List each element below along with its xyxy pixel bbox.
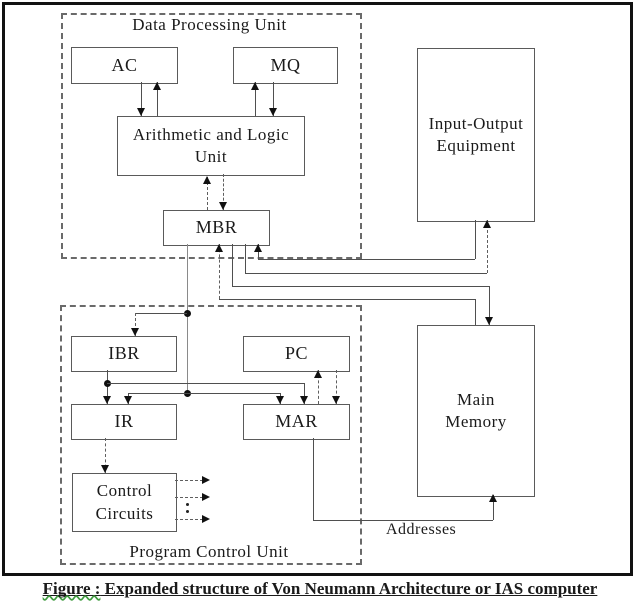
mar-label: MAR [275,411,318,432]
line-mbr-to-io-v1 [245,244,246,273]
arrowhead-cc-out-1 [202,476,210,484]
line-mar-to-mm-h [313,520,493,521]
figure-caption-prefix: Figure : [42,579,101,598]
line-pc-to-mar [336,370,337,404]
line-mq-to-alu [273,82,274,116]
cc-label-line1: Control [96,481,153,501]
figure-caption-text: Expanded structure of Von Neumann Archit… [100,579,598,598]
box-input-output: Input-Output Equipment [417,48,535,222]
cc-ellipsis-dot-1 [186,503,189,506]
arrowhead-mq-to-alu [269,108,277,116]
line-mbr-to-io-h [245,273,487,274]
arrowhead-ibr-to-ir [103,396,111,404]
box-alu: Arithmetic and Logic Unit [117,116,305,176]
arrowhead-io-to-mbr [254,244,262,252]
pc-label: PC [284,343,309,364]
arrowhead-ibr-to-mar [300,396,308,404]
line-mbr-trunk [187,244,188,393]
mm-label-line2: Memory [445,412,507,431]
arrowhead-cc-out-2 [202,493,210,501]
arrowhead-cc-out-3 [202,515,210,523]
arrowhead-mbr-to-io [483,220,491,228]
line-mar-to-pc [318,370,319,404]
arrowhead-mbr-to-alu [203,176,211,184]
arrowhead-alu-to-mbr [219,202,227,210]
box-main-memory: Main Memory [417,325,535,497]
box-ibr: IBR [71,336,177,372]
line-ir-to-cc [105,438,106,473]
line-mm-to-mbr-h [219,299,475,300]
line-mm-to-mbr-v1 [475,299,476,325]
line-mbr-to-mm-v2 [489,286,490,325]
box-mbr: MBR [163,210,270,246]
arrowhead-alu-to-mq [251,82,259,90]
arrowhead-mbr-to-mm [485,317,493,325]
cc-ellipsis-dot-2 [186,510,189,513]
data-processing-unit-title: Data Processing Unit [132,15,287,34]
line-mbr-to-alu [207,177,208,210]
box-ac: AC [71,47,178,84]
program-control-unit-title: Program Control Unit [129,542,289,561]
line-mar-to-mm-v2 [493,495,494,520]
arrowhead-trunk-to-ibr [131,328,139,336]
program-control-unit-box [60,305,362,565]
line-alu-to-ac [157,82,158,116]
line-alu-to-mbr [223,174,224,210]
line-cc-out-1 [175,480,203,481]
line-ibr-to-ir [107,370,108,404]
mq-label: MQ [270,54,301,75]
arrowhead-ir-to-cc [101,465,109,473]
ir-label: IR [114,411,134,432]
alu-label-line2: Unit [194,147,228,166]
line-ac-to-alu [141,82,142,116]
ibr-label: IBR [108,343,140,364]
mm-label-line1: Main [457,389,495,409]
box-control-circuits: Control Circuits [72,473,177,532]
box-mq: MQ [233,47,338,84]
arrowhead-alu-to-ac [153,82,161,90]
io-label-line2: Equipment [436,136,516,155]
cc-label-line2: Circuits [95,503,154,523]
line-alu-to-mq [255,82,256,116]
line-io-to-mbr-h [258,259,475,260]
box-ir: IR [71,404,177,440]
data-processing-unit-box [61,13,362,259]
line-mm-to-mbr-v2 [219,244,220,299]
alu-label-line1: Arithmetic and Logic [132,124,290,144]
line-mbr-to-mm-v1 [232,244,233,286]
addresses-label: Addresses [386,521,457,538]
line-trunk-to-ibr-h [135,313,187,314]
line-ibr-to-mar-v [304,383,305,404]
box-mar: MAR [243,404,350,440]
arrowhead-mm-to-mbr [215,244,223,252]
box-pc: PC [243,336,350,372]
line-mbr-to-mm-h [232,286,489,287]
line-mbr-to-io-v2 [487,220,488,273]
arrowhead-ac-to-alu [137,108,145,116]
ac-label: AC [111,54,138,75]
io-label-line1: Input-Output [428,113,524,133]
arrowhead-pc-to-mar [332,396,340,404]
line-cc-out-3 [175,519,203,520]
arrowhead-trunk-to-ir [124,396,132,404]
figure-caption: Figure : Expanded structure of Von Neuma… [0,579,640,599]
arrowhead-mar-to-mm [489,494,497,502]
line-io-to-mbr-v1 [475,220,476,259]
mbr-label: MBR [195,217,238,238]
junction-dot-trunk-ibr [184,310,191,317]
line-trunk-to-ibr-v [135,313,136,336]
line-cc-out-2 [175,497,203,498]
line-trunk-ir-mar-h [128,393,280,394]
line-mar-to-mm-v1 [313,438,314,520]
arrowhead-mar-to-pc [314,370,322,378]
line-ibr-to-mar-h [107,383,304,384]
arrowhead-trunk-to-mar [276,396,284,404]
